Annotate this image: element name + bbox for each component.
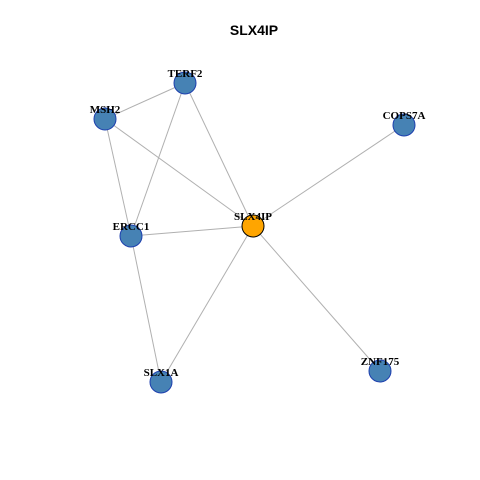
node-znf175[interactable] xyxy=(368,359,392,383)
edge-cops7a-slx4ip xyxy=(252,124,405,227)
node-label-msh2: MSH2 xyxy=(90,104,121,116)
node-terf2[interactable] xyxy=(173,71,197,95)
edge-terf2-slx4ip xyxy=(184,82,254,227)
edge-terf2-msh2 xyxy=(104,82,186,120)
node-label-slx1a: SLX1A xyxy=(144,367,179,379)
node-slx1a[interactable] xyxy=(149,370,173,394)
node-slx4ip[interactable] xyxy=(241,214,265,238)
edge-ercc1-slx4ip xyxy=(130,225,254,237)
edge-msh2-slx4ip xyxy=(104,118,254,227)
edge-slx4ip-znf175 xyxy=(252,225,381,372)
node-label-cops7a: COPS7A xyxy=(383,110,426,122)
node-ercc1[interactable] xyxy=(119,224,143,248)
node-label-terf2: TERF2 xyxy=(168,68,203,80)
edge-layer xyxy=(104,82,405,383)
edge-msh2-ercc1 xyxy=(104,118,132,237)
node-label-ercc1: ERCC1 xyxy=(113,221,150,233)
node-label-slx4ip: SLX4IP xyxy=(234,211,272,223)
edge-terf2-ercc1 xyxy=(130,82,186,237)
node-label-znf175: ZNF175 xyxy=(361,356,400,368)
node-msh2[interactable] xyxy=(93,107,117,131)
edge-slx4ip-slx1a xyxy=(160,225,254,383)
edge-ercc1-slx1a xyxy=(130,235,162,383)
node-layer xyxy=(93,71,416,394)
node-cops7a[interactable] xyxy=(392,113,416,137)
graph-title: SLX4IP xyxy=(230,22,278,38)
